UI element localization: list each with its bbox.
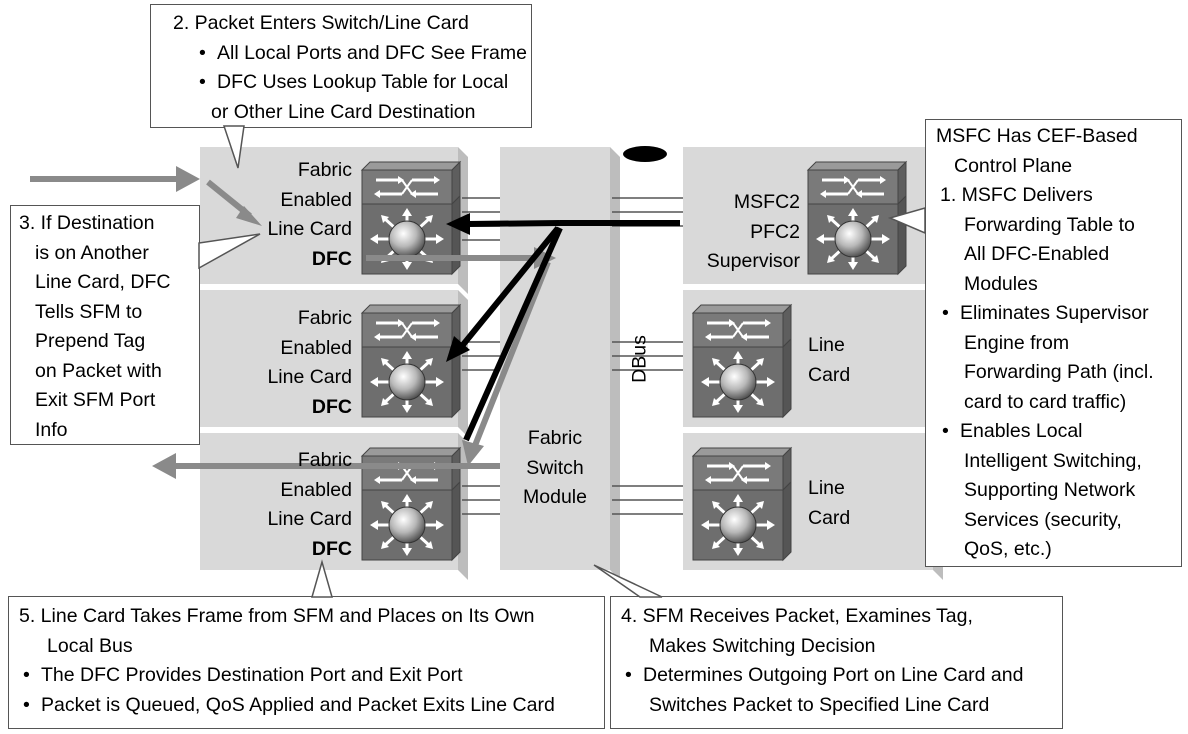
supervisor-label: MSFC2 PFC2 Supervisor [706,191,800,272]
gray-path-arrows [152,247,556,479]
module-label: Fabric Enabled Line Card DFC [230,156,352,274]
callout-step-4: 4. SFM Receives Packet, Examines Tag, Ma… [610,596,1063,729]
callout-step-3: 3. If Destination is on Another Line Car… [10,205,200,445]
dfc-label: DFC [311,395,352,418]
incoming-arrow [30,166,262,226]
callout-step-1: MSFC Has CEF-Based Control Plane 1. MSFC… [925,119,1182,567]
fabric-switch-label: Fabric Switch Module [523,427,587,508]
fabric-switch-panel [500,147,620,580]
callout-step-2: 2. Packet Enters Switch/Line Card All Lo… [150,4,532,128]
black-path-arrows [446,213,680,442]
dfc-label: DFC [311,247,352,270]
oval-marker [623,146,667,162]
dfc-label: DFC [311,537,352,560]
line-card-label: Line Card [808,334,851,386]
module-label: Fabric Enabled Line Card DFC [230,304,352,422]
module-label: Fabric Enabled Line Card DFC [230,446,352,564]
callout-step-5: 5. Line Card Takes Frame from SFM and Pl… [8,596,605,729]
line-card-label: Line Card [808,477,851,529]
